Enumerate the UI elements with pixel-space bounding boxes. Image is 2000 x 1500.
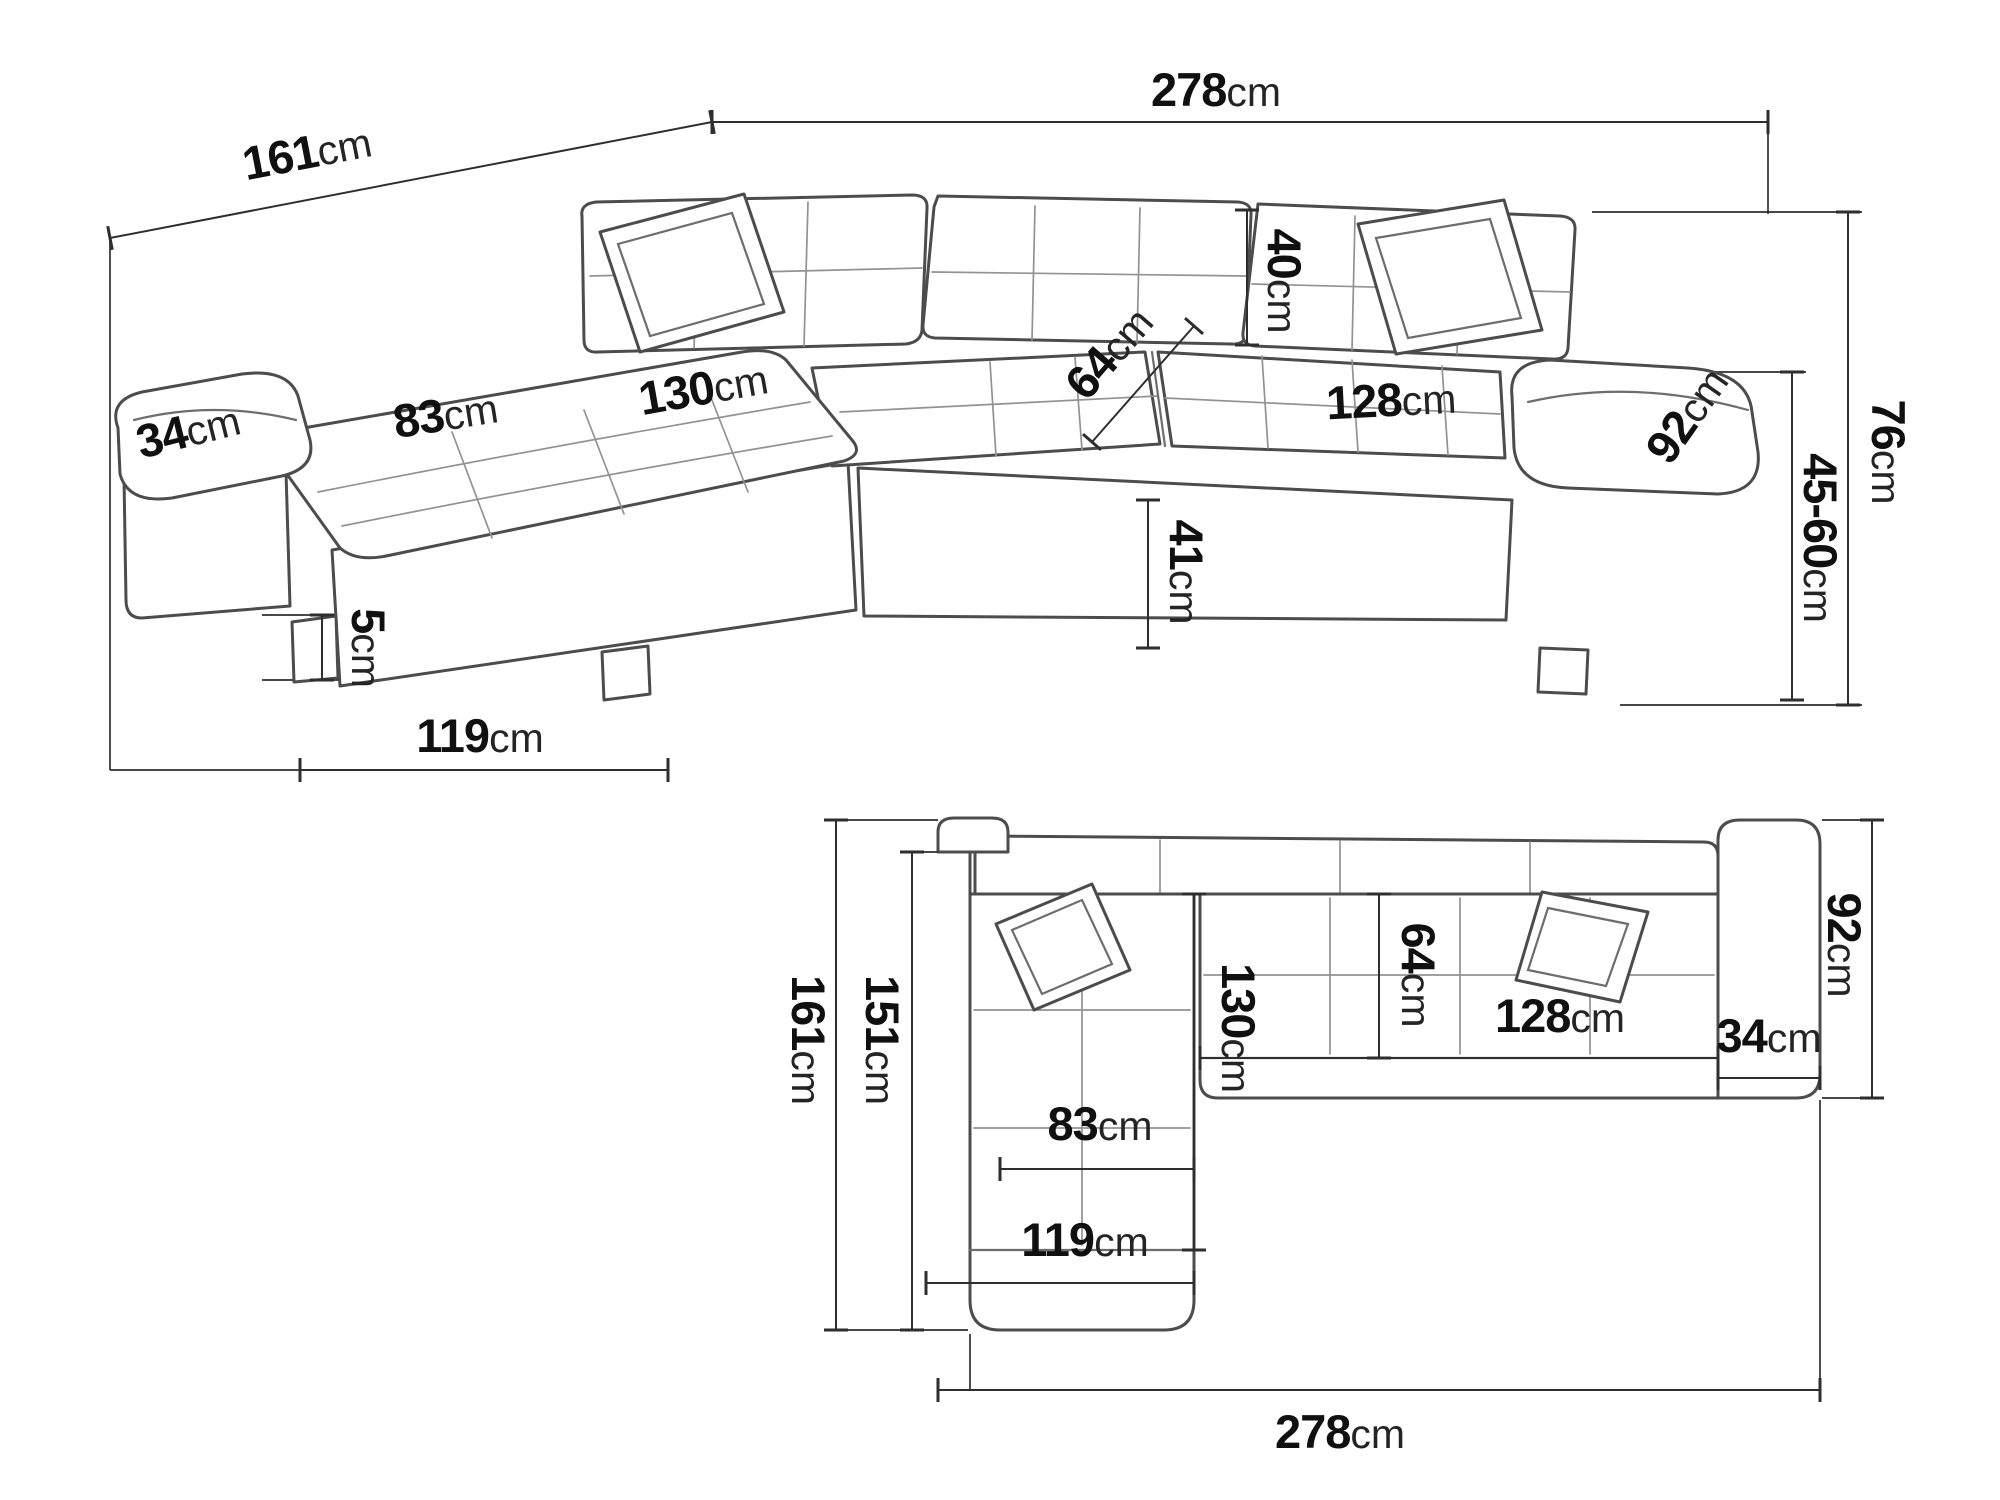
- label-total-width: 278cm: [1151, 63, 1281, 116]
- plan-pillow-left-border: [1010, 898, 1114, 996]
- plan-pillow-right-border: [1526, 906, 1630, 988]
- seat-crease: [1164, 397, 1501, 415]
- label-plan-total-depth: 161cm: [782, 975, 835, 1105]
- label-plan-chaise-outer-length: 119cm: [1021, 1213, 1148, 1266]
- chaise-crease: [707, 389, 749, 493]
- label-plan-sleeping-length: 151cm: [856, 975, 909, 1105]
- chaise-crease: [341, 435, 833, 527]
- plan-pillow-left: [994, 882, 1132, 1012]
- plan-view: 161cm 151cm 130cm 64cm 128cm 34cm 92cm 8…: [782, 816, 1884, 1458]
- label-plan-right-arm-depth: 92cm: [1818, 893, 1871, 998]
- main-base-front: [856, 466, 1514, 622]
- back-cushion-middle: [921, 194, 1253, 346]
- back-crease: [1351, 215, 1356, 351]
- label-total-height: 76cm: [1862, 400, 1915, 505]
- label-plan-total-width: 278cm: [1275, 1405, 1405, 1458]
- label-total-depth: 161cm: [238, 113, 376, 190]
- left-armrest-front: [122, 470, 292, 620]
- label-plan-chaise-seat-width: 83cm: [1048, 1097, 1153, 1150]
- dimension-lines-plan: [824, 818, 1884, 1402]
- label-chaise-seat-length: 130cm: [634, 350, 771, 425]
- label-plan-chaise-seat-length: 130cm: [1212, 963, 1265, 1093]
- label-seat-height-range: 45-60cm: [1794, 453, 1847, 623]
- back-crease: [803, 201, 809, 347]
- left-armrest-top-line: [132, 408, 298, 422]
- seat-crease: [1441, 365, 1449, 456]
- chaise-crease: [317, 401, 811, 493]
- sofa-drawing-plan: [936, 816, 1822, 1332]
- label-leg-height: 5cm: [342, 608, 395, 688]
- sofa-leg: [600, 644, 652, 702]
- label-plan-right-seat-width: 128cm: [1495, 989, 1625, 1042]
- label-plan-arm-width: 34cm: [1717, 1009, 1822, 1062]
- sofa-leg: [290, 614, 340, 684]
- plan-right-armrest: [1716, 818, 1822, 1100]
- right-armrest-top-line: [1526, 390, 1750, 412]
- label-chaise-outer-length: 119cm: [416, 709, 543, 762]
- plan-left-armrest: [936, 816, 1010, 854]
- sofa-drawing-perspective: [114, 192, 1760, 702]
- seat-crease: [1351, 359, 1359, 453]
- sofa-leg: [1536, 646, 1590, 696]
- dimension-lines-perspective: [106, 109, 1860, 782]
- left-armrest: [114, 371, 313, 501]
- label-right-seat-width: 128cm: [1325, 370, 1458, 430]
- pillow-right-border: [1374, 217, 1523, 340]
- dim-line-seat-depth: [1081, 316, 1205, 452]
- label-chaise-seat-width: 83cm: [389, 379, 501, 448]
- chaise-crease: [583, 409, 625, 515]
- seat-crease: [1074, 356, 1083, 451]
- label-backrest-height: 40cm: [1258, 229, 1311, 334]
- dim-line-total-depth: [106, 109, 716, 251]
- label-plan-seat-depth: 64cm: [1392, 923, 1445, 1028]
- seat-crease: [989, 361, 997, 457]
- perspective-view: 278cm 161cm 34cm 83cm 130cm 64cm 40cm 12…: [106, 63, 1915, 782]
- chaise-crease: [451, 431, 493, 539]
- construction-lines-perspective: [109, 122, 1862, 771]
- label-seat-height: 41cm: [1160, 520, 1213, 625]
- back-crease: [931, 271, 1247, 277]
- dimension-labels-plan: 161cm 151cm 130cm 64cm 128cm 34cm 92cm 8…: [782, 893, 1871, 1458]
